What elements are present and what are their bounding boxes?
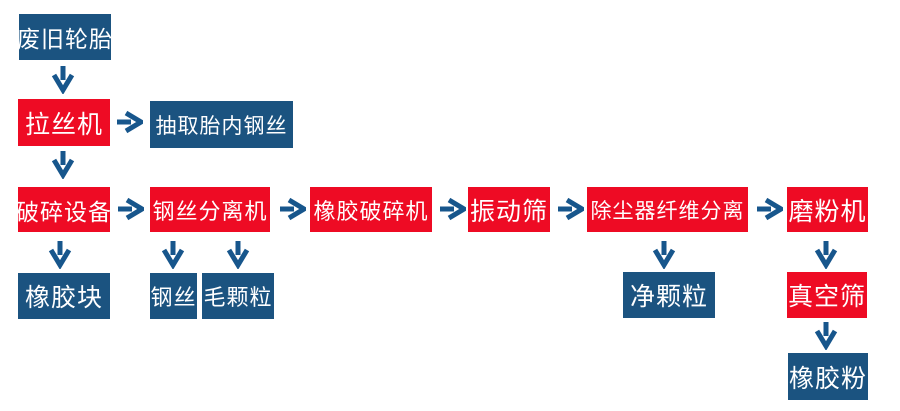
node-vacuum-screen: 真空筛 [787,272,867,318]
arrow-down-icon [48,239,72,269]
node-crushing-equipment: 破碎设备 [18,187,110,232]
arrow-down-icon [51,149,75,179]
node-grinding-machine: 磨粉机 [787,187,868,232]
node-rubber-powder: 橡胶粉 [788,353,868,400]
arrow-right-icon [115,110,143,134]
arrow-right-icon [556,197,584,221]
arrow-down-icon [814,320,838,350]
arrow-down-icon [161,239,185,269]
node-dust-collector-fiber-separation: 除尘器纤维分离 [587,187,748,232]
node-steel-wire: 钢丝 [150,273,197,319]
node-steel-wire-separator: 钢丝分离机 [150,187,270,232]
arrow-down-icon [226,239,250,269]
node-vibrating-screen: 振动筛 [468,187,550,232]
node-extract-tire-steel-wire: 抽取胎内钢丝 [150,101,293,148]
node-rough-granules: 毛颗粒 [202,273,274,319]
node-waste-tires: 废旧轮胎 [19,14,111,60]
arrow-down-icon [652,239,676,269]
arrow-right-icon [755,197,783,221]
node-wire-drawing-machine: 拉丝机 [18,99,110,146]
arrow-right-icon [116,197,144,221]
node-clean-granules: 净颗粒 [623,272,715,318]
arrow-right-icon [278,197,306,221]
node-rubber-crusher: 橡胶破碎机 [310,187,432,232]
node-rubber-blocks: 橡胶块 [18,273,110,319]
arrow-right-icon [438,197,466,221]
arrow-down-icon [51,64,75,94]
arrow-down-icon [814,239,838,269]
